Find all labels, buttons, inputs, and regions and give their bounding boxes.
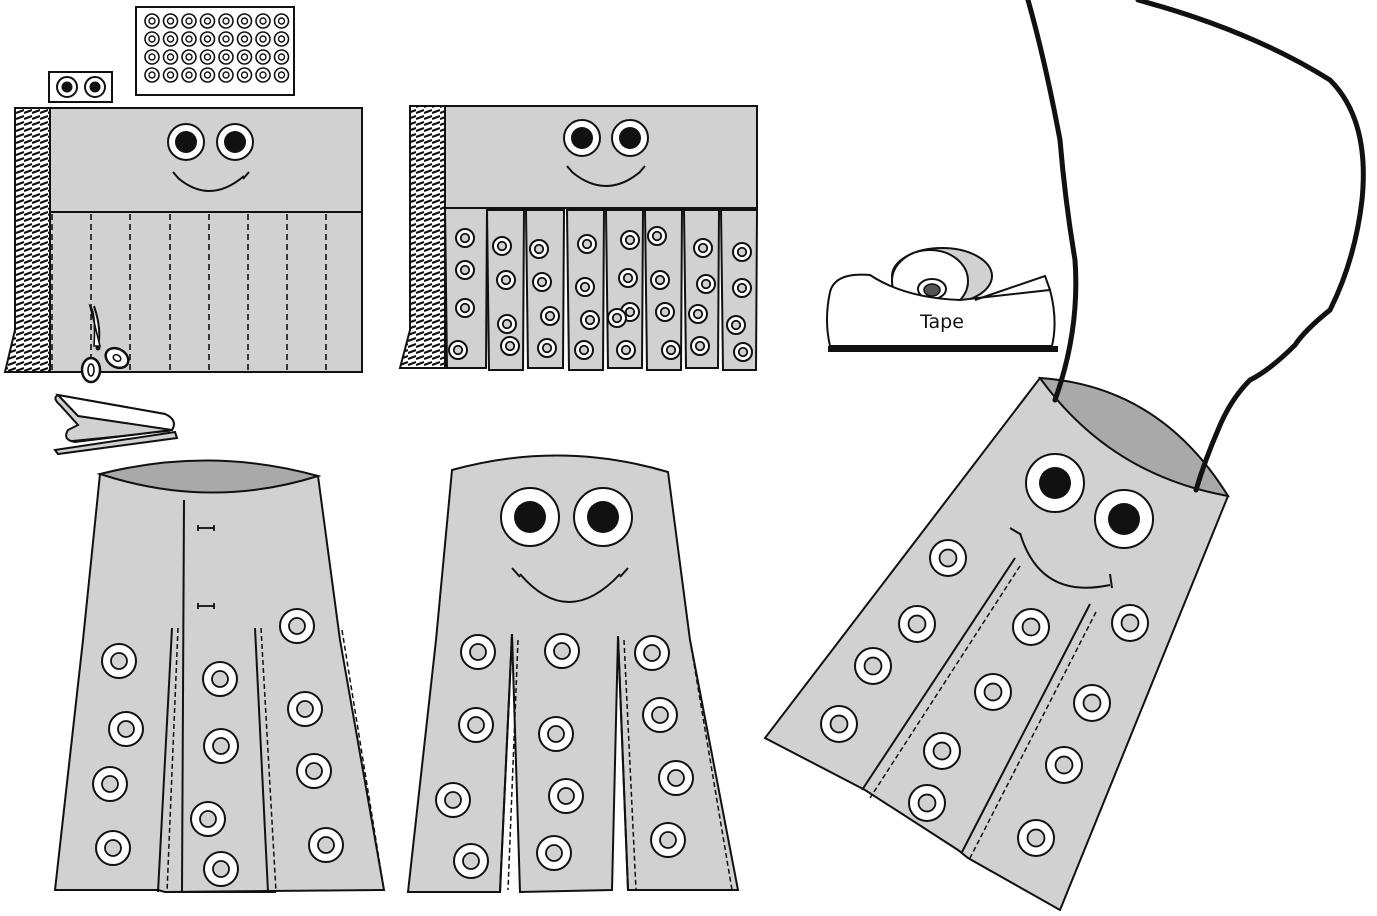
sucker <box>540 306 560 326</box>
sucker <box>1111 604 1149 642</box>
sucker <box>607 308 627 328</box>
sucker <box>101 643 137 679</box>
sucker <box>732 242 752 262</box>
sucker <box>92 766 128 802</box>
sucker <box>455 228 475 248</box>
sucker <box>279 608 315 644</box>
tentacle-strip <box>643 209 684 371</box>
sucker <box>435 782 471 818</box>
googly-eye-stickers <box>48 71 113 103</box>
sucker <box>642 697 678 733</box>
sucker <box>732 278 752 298</box>
sucker <box>1012 608 1050 646</box>
sucker <box>497 314 517 334</box>
sucker <box>688 304 708 324</box>
sucker <box>974 673 1012 711</box>
sucker <box>95 830 131 866</box>
sucker <box>575 277 595 297</box>
sucker <box>203 851 239 887</box>
sucker <box>690 336 710 356</box>
sucker <box>655 302 675 322</box>
step-2-add-suckers <box>398 105 759 371</box>
sucker <box>898 605 936 643</box>
sucker <box>647 226 667 246</box>
sucker <box>733 342 753 362</box>
sucker <box>574 340 594 360</box>
sucker <box>202 661 238 697</box>
sucker <box>620 230 640 250</box>
sucker <box>455 260 475 280</box>
sucker <box>287 691 323 727</box>
sucker <box>529 239 549 259</box>
stapler-icon <box>53 393 179 456</box>
sucker <box>458 707 494 743</box>
sucker <box>1045 746 1083 784</box>
step-5-hang-octopus <box>763 0 1366 912</box>
octopus-face <box>500 487 633 603</box>
sucker <box>532 272 552 292</box>
tentacle-strip <box>604 209 645 369</box>
sucker <box>537 338 557 358</box>
sucker <box>929 539 967 577</box>
sucker <box>616 340 636 360</box>
sucker <box>650 270 670 290</box>
sucker <box>923 732 961 770</box>
sucker <box>536 835 572 871</box>
sucker <box>618 268 638 288</box>
sucker <box>308 827 344 863</box>
sucker <box>854 647 892 685</box>
step-1-cut-strips <box>3 6 363 456</box>
sucker <box>544 633 580 669</box>
sucker <box>1017 819 1055 857</box>
sucker <box>548 778 584 814</box>
sucker <box>296 753 332 789</box>
scissors-icon <box>80 303 130 384</box>
sucker <box>108 711 144 747</box>
sucker <box>658 760 694 796</box>
sucker <box>538 716 574 752</box>
sucker <box>492 236 512 256</box>
sucker <box>693 238 713 258</box>
octopus-face <box>1009 453 1154 589</box>
sucker <box>650 822 686 858</box>
sucker <box>820 705 858 743</box>
sucker <box>190 801 226 837</box>
sucker <box>696 274 716 294</box>
sucker <box>453 843 489 879</box>
sucker <box>448 340 468 360</box>
sucker <box>455 298 475 318</box>
sucker <box>500 336 520 356</box>
octopus-face <box>167 123 254 192</box>
sucker <box>460 634 496 670</box>
step-4-front-view <box>406 454 740 894</box>
tape-dispenser-icon: Tape <box>826 247 1058 352</box>
sucker <box>203 728 239 764</box>
sucker <box>634 635 670 671</box>
hanging-string <box>1025 0 1366 493</box>
sucker <box>1073 684 1111 722</box>
sucker <box>661 340 681 360</box>
tape-label: Tape <box>919 311 964 333</box>
step-3-roll-staple <box>53 459 386 894</box>
sucker <box>496 270 516 290</box>
sucker <box>726 315 746 335</box>
sucker <box>908 784 946 822</box>
sucker <box>577 234 597 254</box>
sucker-sticker-sheet <box>135 6 295 96</box>
octopus-face <box>563 119 649 187</box>
sucker <box>580 310 600 330</box>
tentacle-strip <box>443 207 489 369</box>
